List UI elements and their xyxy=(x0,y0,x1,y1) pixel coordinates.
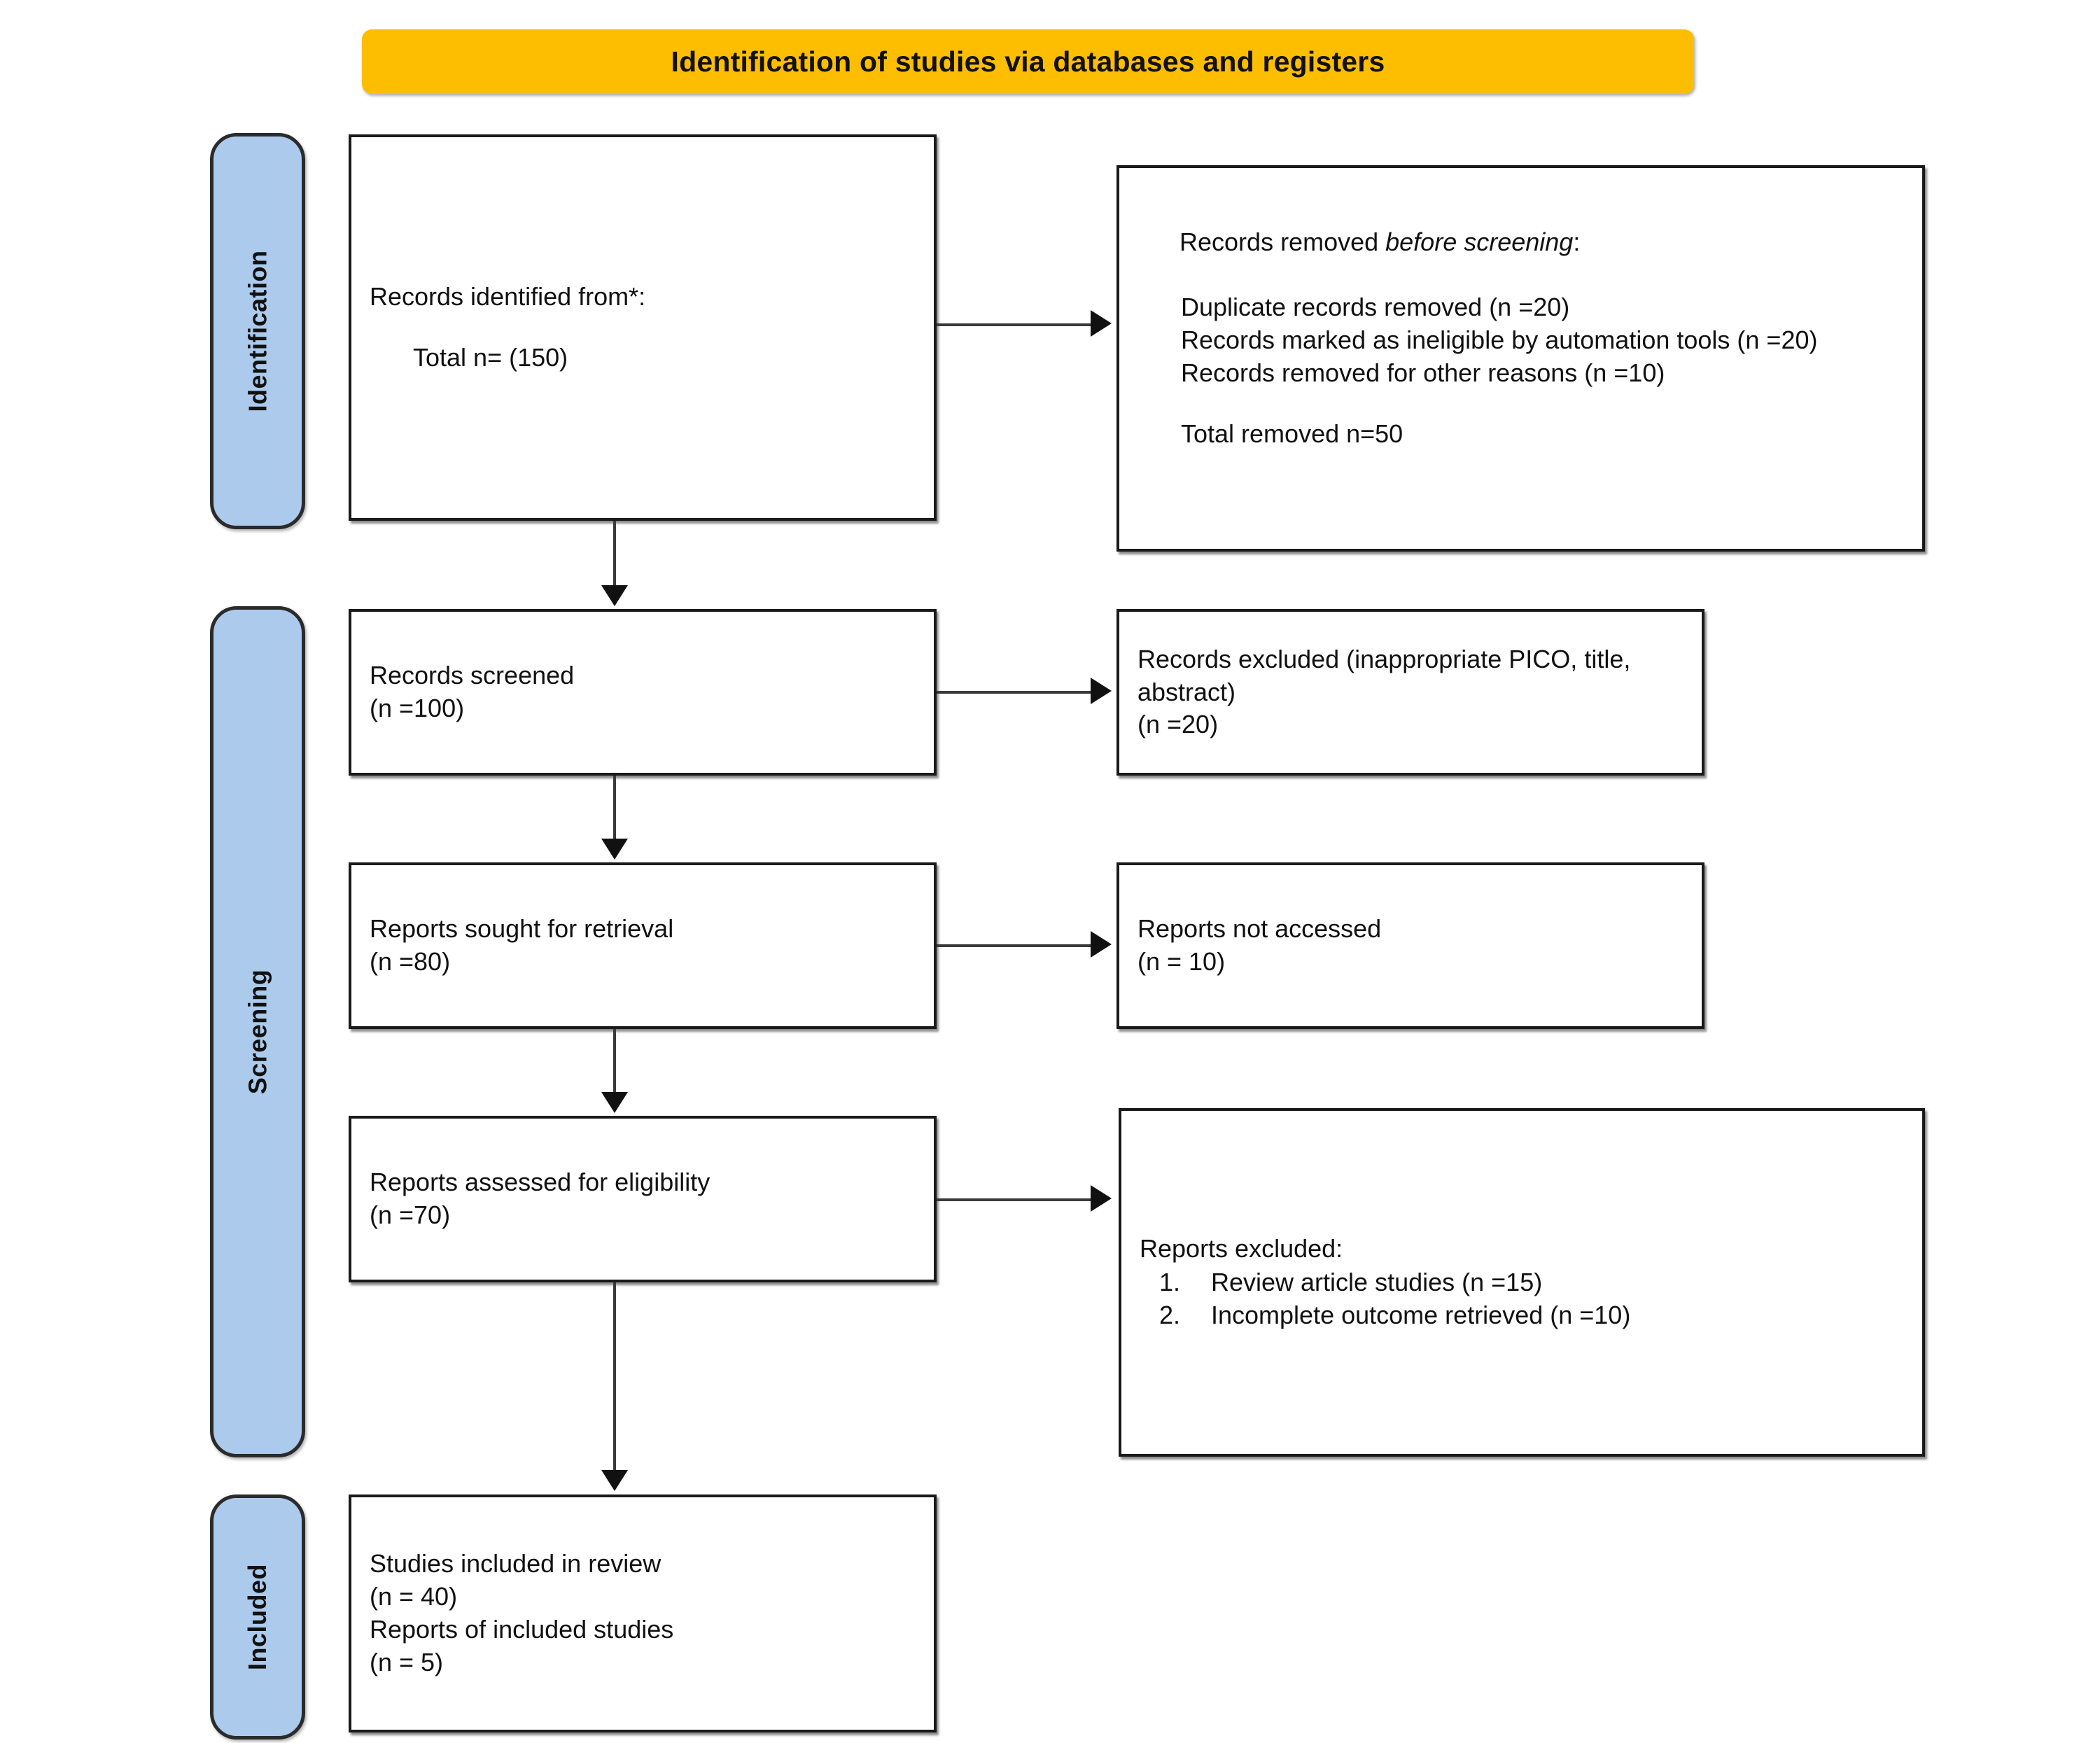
diagram-title-banner: Identification of studies via databases … xyxy=(362,29,1694,94)
reports-excluded-item-1-text: Review article studies (n =15) xyxy=(1211,1267,1543,1296)
records-removed-heading-suffix: : xyxy=(1573,227,1581,256)
studies-included-line4: (n = 5) xyxy=(370,1647,444,1676)
box-reports-excluded[interactable]: Reports excluded: 1. Review article stud… xyxy=(1119,1108,1925,1457)
reports-assessed-line2: (n =70) xyxy=(370,1200,451,1229)
reports-excluded-item-1-number: 1. xyxy=(1158,1267,1180,1296)
records-removed-heading-prefix: Records removed xyxy=(1180,227,1386,256)
box-reports-assessed-for-eligibility[interactable]: Reports assessed for eligibility (n =70) xyxy=(349,1116,937,1282)
box-records-excluded[interactable]: Records excluded (inappropriate PICO, ti… xyxy=(1116,609,1704,776)
reports-not-accessed-line2: (n = 10) xyxy=(1138,947,1226,976)
box-studies-included-in-review[interactable]: Studies included in review (n = 40) Repo… xyxy=(349,1494,937,1732)
box-records-screened[interactable]: Records screened (n =100) xyxy=(349,609,937,776)
page-title: Identification of studies via databases … xyxy=(671,45,1385,78)
records-identified-line1: Records identified from*: xyxy=(370,282,646,312)
stage-rail-identification: Identification xyxy=(210,133,305,529)
box-records-identified[interactable]: Records identified from*: Total n= (150) xyxy=(349,134,937,521)
reports-excluded-heading: Reports excluded: xyxy=(1140,1234,1343,1264)
studies-included-line1: Studies included in review xyxy=(370,1549,662,1578)
stage-rail-identification-label: Identification xyxy=(243,250,272,412)
connector-assessed-to-reports-excluded xyxy=(937,1198,1092,1201)
stage-rail-screening-label: Screening xyxy=(243,969,272,1095)
connector-sought-to-assessed xyxy=(613,1029,616,1093)
arrowhead-screened-to-excluded xyxy=(1091,678,1112,704)
reports-sought-line1: Reports sought for retrieval xyxy=(370,914,674,944)
reports-excluded-item-2-number: 2. xyxy=(1158,1301,1180,1330)
reports-excluded-item-2-text: Incomplete outcome retrieved (n =10) xyxy=(1211,1301,1631,1330)
records-removed-heading: Records removed before screening: xyxy=(1138,193,1904,291)
records-screened-line2: (n =100) xyxy=(370,694,465,722)
records-removed-heading-italic: before screening xyxy=(1385,227,1574,256)
arrowhead-sought-to-not-accessed xyxy=(1091,931,1112,958)
records-identified-line2: Total n= (150) xyxy=(413,343,568,372)
list-item: 1. Review article studies (n =15) xyxy=(1140,1266,1904,1299)
arrowhead-identified-to-removed xyxy=(1091,310,1112,337)
connector-assessed-to-included xyxy=(613,1282,616,1473)
arrowhead-sought-to-assessed xyxy=(601,1092,628,1113)
list-item: 2. Incomplete outcome retrieved (n =10) xyxy=(1140,1298,1904,1332)
box-records-removed-before-screening[interactable]: Records removed before screening: Duplic… xyxy=(1116,165,1925,552)
records-excluded-line1: Records excluded (inappropriate PICO, ti… xyxy=(1138,644,1638,706)
arrowhead-screened-to-sought xyxy=(601,839,628,860)
connector-identified-to-screened xyxy=(613,521,616,588)
studies-included-line2: (n = 40) xyxy=(370,1582,458,1611)
stage-rail-included-label: Included xyxy=(243,1563,272,1671)
studies-included-line3: Reports of included studies xyxy=(370,1615,674,1644)
connector-screened-to-sought xyxy=(613,776,616,840)
stage-rail-screening: Screening xyxy=(210,606,305,1457)
connector-identified-to-removed xyxy=(937,323,1092,326)
records-screened-line1: Records screened xyxy=(370,661,575,690)
reports-excluded-list: 1. Review article studies (n =15) 2. Inc… xyxy=(1140,1266,1904,1332)
box-reports-not-accessed[interactable]: Reports not accessed (n = 10) xyxy=(1116,862,1704,1029)
records-removed-item-duplicate: Duplicate records removed (n =20) xyxy=(1181,293,1570,322)
reports-sought-line2: (n =80) xyxy=(370,947,451,976)
reports-not-accessed-line1: Reports not accessed xyxy=(1138,914,1382,944)
stage-rail-included: Included xyxy=(210,1494,305,1740)
records-excluded-line2: (n =20) xyxy=(1138,710,1219,739)
arrowhead-identified-to-screened xyxy=(601,585,628,606)
box-reports-sought-for-retrieval[interactable]: Reports sought for retrieval (n =80) xyxy=(349,862,937,1029)
records-removed-item-other: Records removed for other reasons (n =10… xyxy=(1181,358,1665,387)
connector-screened-to-excluded xyxy=(937,691,1092,694)
records-removed-item-automation: Records marked as ineligible by automati… xyxy=(1181,326,1818,355)
records-removed-total: Total removed n=50 xyxy=(1181,419,1404,448)
reports-assessed-line1: Reports assessed for eligibility xyxy=(370,1168,710,1197)
arrowhead-assessed-to-included xyxy=(601,1470,628,1491)
arrowhead-assessed-to-reports-excluded xyxy=(1091,1185,1112,1212)
connector-sought-to-not-accessed xyxy=(937,944,1092,947)
